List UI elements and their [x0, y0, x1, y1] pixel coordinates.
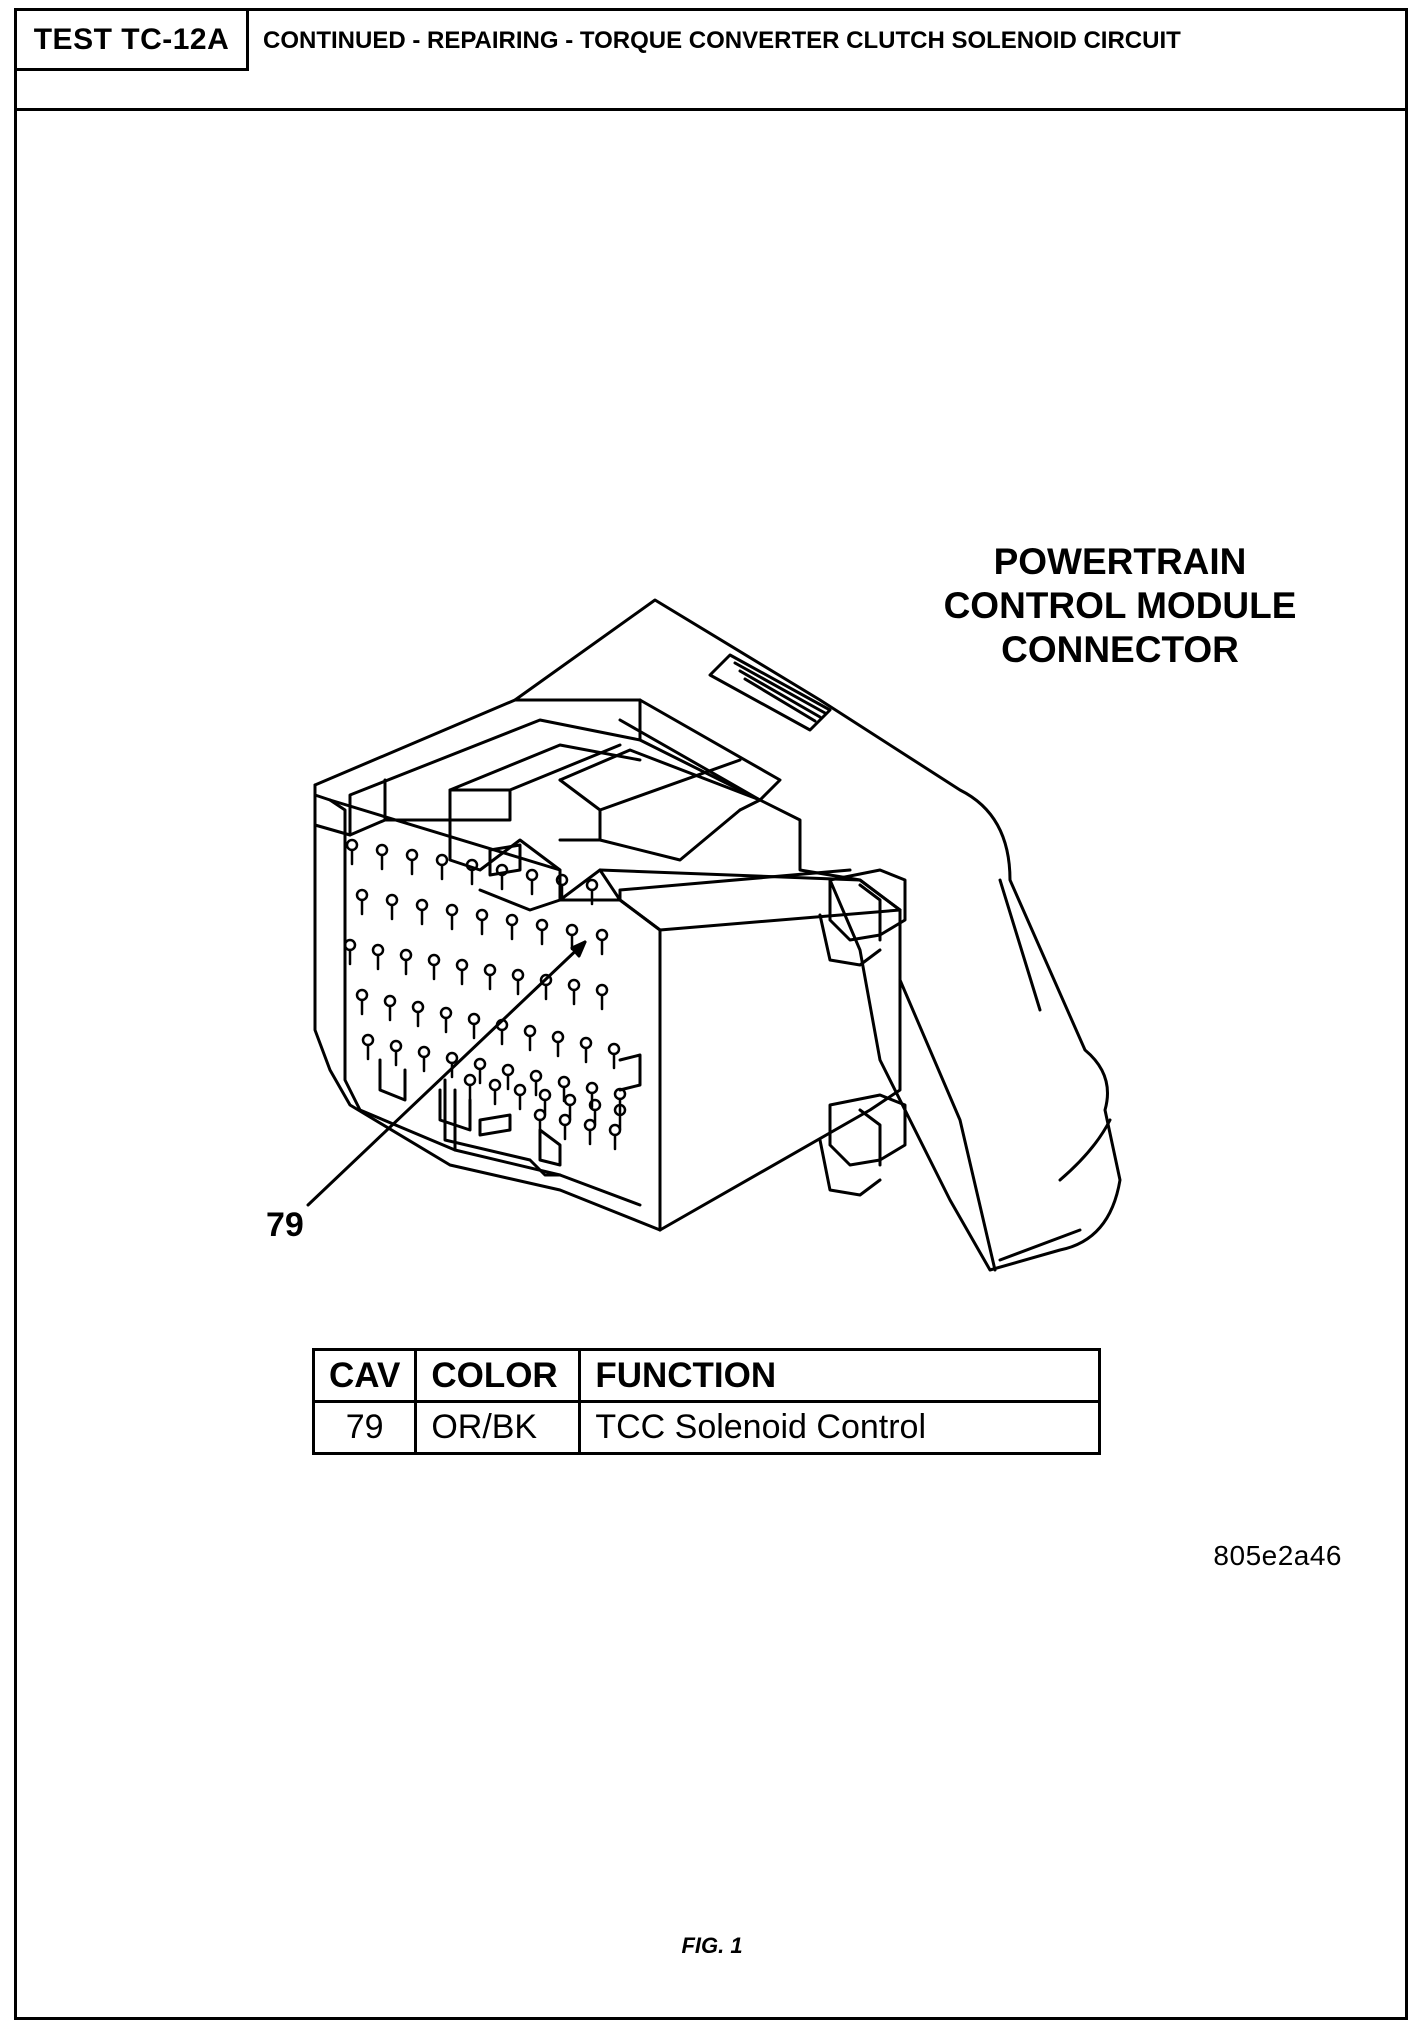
pin-table-header-row: CAV COLOR FUNCTION: [311, 1348, 1102, 1403]
column-header-cav: CAV: [311, 1348, 418, 1403]
terminal-pin: [558, 1113, 572, 1127]
terminal-pin: [483, 963, 497, 977]
terminal-pin: [389, 1039, 403, 1053]
column-header-function: FUNCTION: [578, 1348, 1102, 1403]
terminal-pin: [427, 953, 441, 967]
terminal-pin: [405, 848, 419, 862]
terminal-pin: [361, 1033, 375, 1047]
terminal-pin: [607, 1042, 621, 1056]
terminal-pin: [505, 913, 519, 927]
component-title-line: CONTROL MODULE: [943, 585, 1297, 626]
side-clip-upper: [828, 868, 907, 942]
terminal-pin: [557, 1075, 571, 1089]
header-title: CONTINUED - REPAIRING - TORQUE CONVERTER…: [263, 27, 1181, 54]
test-id: TEST TC-12A: [33, 22, 230, 56]
cell-color: OR/BK: [414, 1400, 582, 1455]
header-row: TEST TC-12A CONTINUED - REPAIRING - TORQ…: [17, 11, 1405, 111]
terminal-pin: [355, 888, 369, 902]
terminal-pin: [608, 1123, 622, 1137]
terminal-pin: [467, 1012, 481, 1026]
terminal-pin: [445, 1051, 459, 1065]
terminal-pin: [563, 1093, 577, 1107]
terminal-pin: [538, 1088, 552, 1102]
column-header-color: COLOR: [414, 1348, 582, 1403]
terminal-pin: [533, 1108, 547, 1122]
table-row: 79 OR/BK TCC Solenoid Control: [311, 1400, 1102, 1455]
latch: [448, 818, 562, 912]
terminal-pin: [525, 868, 539, 882]
connector-face: [313, 793, 662, 1232]
terminal-pin: [355, 988, 369, 1002]
terminal-pin: [455, 958, 469, 972]
terminal-pin: [475, 908, 489, 922]
terminal-pin: [595, 928, 609, 942]
terminal-pin: [529, 1069, 543, 1083]
terminal-pin: [417, 1045, 431, 1059]
terminal-pin: [445, 903, 459, 917]
connector-illustration: [306, 598, 1122, 1272]
harness-cover: [513, 598, 1122, 1272]
terminal-pin: [435, 853, 449, 867]
terminal-pin: [523, 1024, 537, 1038]
terminal-pin: [345, 838, 359, 852]
component-title-line: POWERTRAIN: [993, 541, 1247, 582]
terminal-pin: [463, 1073, 477, 1087]
locking-strap: [708, 653, 832, 732]
terminal-pin: [371, 943, 385, 957]
terminal-pin: [579, 1036, 593, 1050]
terminal-pin: [399, 948, 413, 962]
terminal-pin: [488, 1078, 502, 1092]
terminal-pin: [385, 893, 399, 907]
side-clip-lower: [828, 1093, 907, 1167]
callout-leader-line: [306, 940, 587, 1207]
cell-cav: 79: [311, 1400, 418, 1455]
terminal-pin: [439, 1006, 453, 1020]
terminal-pin: [411, 1000, 425, 1014]
terminal-pin: [567, 978, 581, 992]
terminal-pin: [585, 878, 599, 892]
terminal-pins: [343, 838, 627, 1151]
terminal-pin: [583, 1118, 597, 1132]
terminal-pin: [473, 1057, 487, 1071]
terminal-pin: [513, 1083, 527, 1097]
cell-function: TCC Solenoid Control: [578, 1400, 1102, 1455]
test-id-box: TEST TC-12A: [17, 11, 249, 71]
terminal-pin: [511, 968, 525, 982]
terminal-pin: [595, 983, 609, 997]
terminal-pin: [383, 994, 397, 1008]
component-title: POWERTRAIN CONTROL MODULE CONNECTOR: [860, 540, 1380, 672]
callout-label-79: 79: [266, 1206, 304, 1244]
terminal-pin: [565, 923, 579, 937]
callout-arrowhead: [570, 940, 587, 958]
terminal-pin: [501, 1063, 515, 1077]
figure-caption: FIG. 1: [681, 1933, 743, 1958]
terminal-pin: [415, 898, 429, 912]
pin-table: CAV COLOR FUNCTION 79 OR/BK TCC Solenoid…: [311, 1348, 1102, 1455]
figure-code: 805e2a46: [1213, 1540, 1342, 1571]
terminal-pin: [551, 1030, 565, 1044]
terminal-pin: [535, 918, 549, 932]
page-frame: TEST TC-12A CONTINUED - REPAIRING - TORQ…: [14, 8, 1408, 2020]
terminal-pin: [585, 1081, 599, 1095]
terminal-pin: [375, 843, 389, 857]
component-title-line: CONNECTOR: [1001, 629, 1239, 670]
